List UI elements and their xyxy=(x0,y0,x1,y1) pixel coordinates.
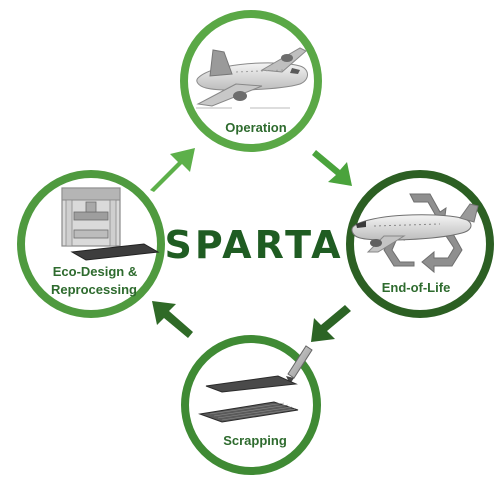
arrow-scrapping-to-eco xyxy=(152,301,193,338)
arrow-bottom-right-shape xyxy=(311,305,351,342)
arrow-operation-to-end xyxy=(312,150,352,186)
airplane-icon xyxy=(196,47,308,109)
operation-label: Operation xyxy=(225,120,286,135)
arrow-top-right-shape xyxy=(312,150,352,186)
node-end-of-life: End-of-Life xyxy=(346,170,494,318)
node-scrapping: Scrapping xyxy=(181,335,321,475)
eco-design-label-line2: Reprocessing xyxy=(51,282,137,297)
press-machine-icon xyxy=(61,187,160,261)
end-of-life-ring xyxy=(346,170,494,318)
scrapping-ring xyxy=(181,335,321,475)
airplane-recycle-icon xyxy=(351,193,479,274)
composite-sheet-top xyxy=(205,375,298,393)
arrow-bottom-left-shape xyxy=(152,301,193,338)
end-of-life-label: End-of-Life xyxy=(382,280,451,295)
arrow-eco-to-operation xyxy=(150,148,195,192)
sparta-logo: SPARTA xyxy=(164,223,343,267)
logo-text: SPARTA xyxy=(164,223,343,267)
node-operation: Operation xyxy=(180,10,322,152)
arrow-end-to-scrapping xyxy=(311,305,351,342)
composite-sheets-cutter-icon xyxy=(198,345,313,423)
arrow-top-left-shape xyxy=(150,148,195,192)
composite-sheet xyxy=(70,243,160,261)
scrapping-label: Scrapping xyxy=(223,433,287,448)
eco-design-label-line1: Eco-Design & xyxy=(53,264,138,279)
node-eco-design: Eco-Design & Reprocessing xyxy=(17,170,165,318)
